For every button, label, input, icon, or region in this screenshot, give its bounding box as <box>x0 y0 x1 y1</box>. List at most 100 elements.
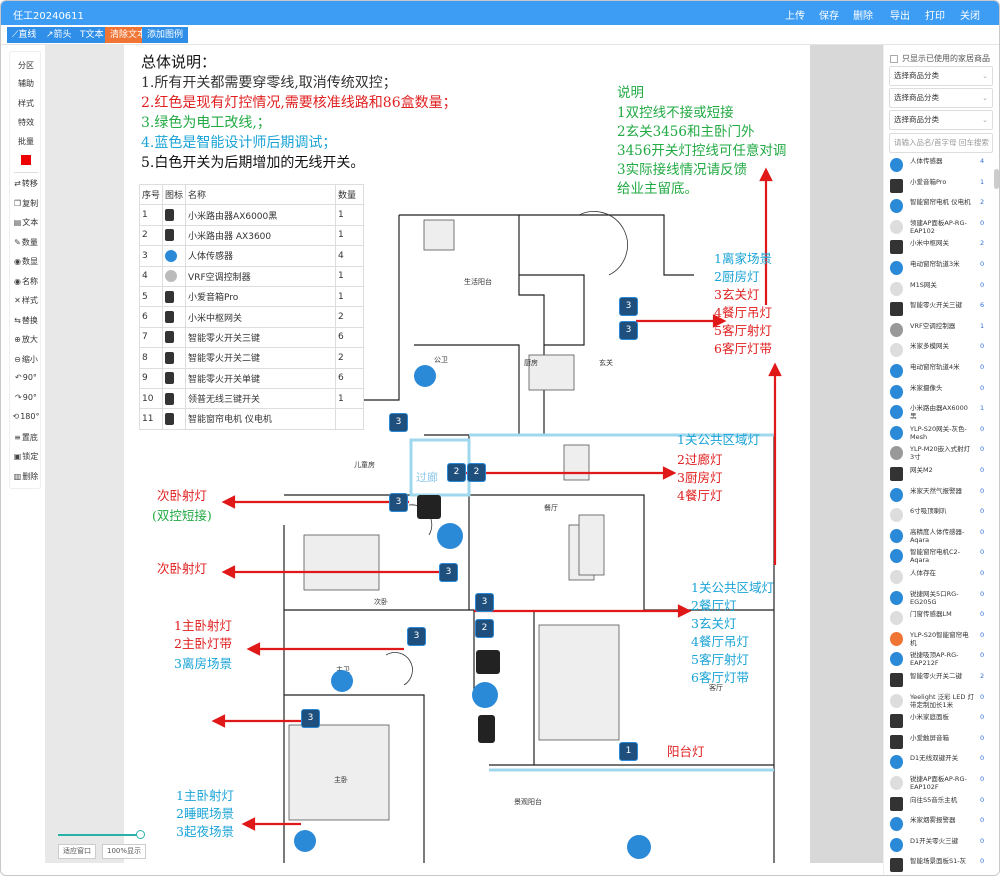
switch-device[interactable]: 3 <box>475 593 494 612</box>
tool-copy[interactable]: ❐复制 <box>13 199 39 208</box>
zoom-slider-track[interactable] <box>58 834 144 836</box>
product-scrollbar[interactable] <box>994 169 999 189</box>
text-tool-button[interactable]: T文本 <box>75 27 109 43</box>
switch-device[interactable]: 2 <box>467 463 486 482</box>
tab-assist[interactable]: 辅助 <box>18 79 34 88</box>
switch-device[interactable]: 3 <box>389 413 408 432</box>
category-select-1[interactable]: 选择商品分类⌄ <box>889 66 993 86</box>
close-button[interactable]: 关闭 <box>960 11 980 22</box>
arrow-tool-button[interactable]: ↗箭头 <box>41 27 77 43</box>
tab-style[interactable]: 样式 <box>18 99 34 108</box>
category-select-2[interactable]: 选择商品分类⌄ <box>889 88 993 108</box>
tab-batch[interactable]: 批量 <box>18 137 34 146</box>
switch-device[interactable]: 3 <box>407 627 426 646</box>
fit-window-button[interactable]: 适应窗口 <box>58 844 96 859</box>
tool-send-back[interactable]: ≡置底 <box>14 433 38 442</box>
switch-device[interactable]: 2 <box>447 463 466 482</box>
tool-name[interactable]: ◉名称 <box>14 277 38 286</box>
switch-device[interactable]: 1 <box>619 742 638 761</box>
curtain-motor-device[interactable] <box>627 835 651 859</box>
tool-replace[interactable]: ⇆替换 <box>14 316 38 325</box>
delete-button[interactable]: 删除 <box>853 11 873 22</box>
tab-zone[interactable]: 分区 <box>18 61 34 70</box>
tool-zoom-in[interactable]: ⊕放大 <box>14 335 38 344</box>
tool-show-quantity[interactable]: ◉数显 <box>14 257 38 266</box>
switch-device[interactable]: 2 <box>475 619 494 638</box>
tool-rotate-180[interactable]: ⟲180° <box>12 412 40 421</box>
line-tool-button[interactable]: ⟋直线 <box>7 27 42 43</box>
clear-text-button[interactable]: 清除文本 <box>105 27 152 43</box>
tool-rotate-left[interactable]: ↶90° <box>15 373 37 382</box>
switch-device[interactable]: 3 <box>301 709 320 728</box>
gateway-device[interactable] <box>476 650 500 674</box>
gateway-device[interactable] <box>417 495 441 519</box>
print-button[interactable]: 打印 <box>925 11 945 22</box>
upload-button[interactable]: 上传 <box>785 11 805 22</box>
switch-device[interactable]: 3 <box>619 297 638 316</box>
router-device[interactable] <box>437 523 463 549</box>
only-used-checkbox[interactable]: 只显示已使用的家居商品 <box>890 53 990 64</box>
tool-transfer[interactable]: ⇄转移 <box>14 179 38 188</box>
zoom-slider-handle[interactable] <box>136 830 145 839</box>
tool-text[interactable]: ▤文本 <box>13 218 39 227</box>
tool-rotate-right[interactable]: ↷90° <box>15 393 37 402</box>
tool-style[interactable]: ✕样式 <box>14 296 38 305</box>
add-legend-button[interactable]: 添加图例 <box>142 27 189 43</box>
motion-sensor-device[interactable] <box>414 365 436 387</box>
tool-zoom-out[interactable]: ⊖缩小 <box>14 355 38 364</box>
tool-lock[interactable]: ▣锁定 <box>13 452 39 461</box>
drawing-sheet[interactable]: 总体说明： 1.所有开关都需要穿零线,取消传统双控； 2.红色是现有灯控情况,需… <box>124 45 810 863</box>
router-device[interactable] <box>472 682 498 708</box>
product-search-input[interactable]: 请输入品名/首字母 回车搜索 <box>889 133 993 153</box>
tool-quantity[interactable]: ✎数量 <box>14 238 38 247</box>
switch-device[interactable]: 3 <box>389 493 408 512</box>
color-swatch[interactable] <box>21 155 31 165</box>
wireless-switch-device[interactable] <box>294 830 316 852</box>
save-button[interactable]: 保存 <box>819 11 839 22</box>
speaker-device[interactable] <box>478 715 495 743</box>
switch-device[interactable]: 3 <box>439 563 458 582</box>
export-button[interactable]: 导出 <box>890 11 910 22</box>
motion-sensor-device[interactable] <box>331 670 353 692</box>
tool-delete[interactable]: ▥删除 <box>13 472 39 481</box>
category-select-3[interactable]: 选择商品分类⌄ <box>889 110 993 130</box>
full-size-button[interactable]: 100%显示 <box>102 844 147 859</box>
switch-device[interactable]: 3 <box>619 321 638 340</box>
tab-effect[interactable]: 特效 <box>18 118 34 127</box>
